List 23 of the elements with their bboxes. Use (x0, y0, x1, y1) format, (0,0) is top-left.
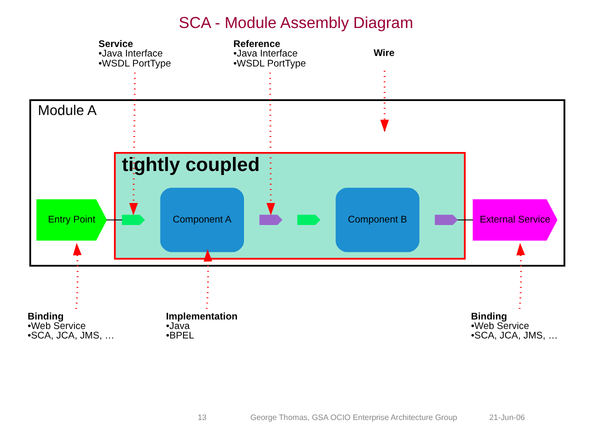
node-text: Reference •Java Interface •WSDL PortType (233, 38, 306, 70)
arrow (72, 242, 82, 309)
node-chevron (122, 214, 145, 226)
node-text: Service •Java Interface •WSDL PortType (98, 38, 172, 70)
node-text: Implementation •Java •BPEL (166, 311, 238, 342)
node-text: Wire (374, 48, 394, 60)
label: 21-Jun-06 (489, 413, 525, 422)
arrow (204, 249, 212, 309)
node-chevron (434, 214, 458, 226)
node-text: Binding •Web Service •SCA, JCA, JMS, … (470, 311, 558, 342)
label: 13 (198, 413, 207, 422)
arrow (516, 242, 525, 309)
arrow (266, 72, 276, 216)
node-chevron (297, 214, 320, 226)
node-box: Component A (160, 188, 244, 252)
diagram-title: SCA - Module Assembly Diagram (178, 15, 414, 32)
node-box: Component B (336, 188, 420, 252)
arrow (129, 72, 138, 216)
connector (106, 219, 123, 220)
label: George Thomas, GSA OCIO Enterprise Architecture Group (250, 413, 458, 422)
node-chevron (259, 214, 283, 226)
connector (457, 219, 474, 220)
node-text: Binding •Web Service •SCA, JCA, JMS, … (28, 311, 114, 342)
